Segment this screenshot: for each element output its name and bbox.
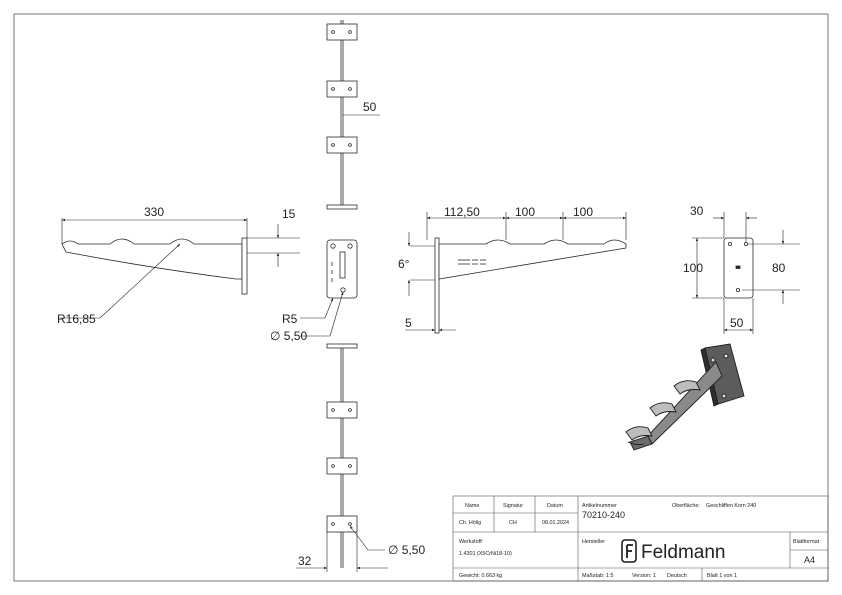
tb-header-signatur: Signatur: [503, 503, 523, 509]
title-block-grid: [452, 495, 829, 582]
tb-header-datum: Datum: [547, 503, 563, 509]
tb-blattformat-label: Blattformat: [793, 539, 820, 545]
dimension-label: R16,85: [57, 312, 96, 326]
dimension-lines-left: [60, 218, 300, 319]
dimension-label: 112,50: [444, 205, 480, 219]
feldmann-logo-icon: [621, 539, 637, 563]
tb-sprache: Deutsch: [667, 573, 687, 579]
dimension-label: 100: [683, 261, 703, 275]
side-view-right: [434, 237, 627, 334]
dimension-label: 330: [144, 205, 164, 219]
tb-blattformat: A4: [804, 555, 815, 565]
dimension-lines-plate: [692, 212, 800, 334]
sheet-border: [13, 13, 829, 582]
dimension-label: 15: [282, 207, 296, 221]
dimension-label: 6°: [398, 257, 410, 271]
tb-name: Ch. Hölig: [459, 520, 481, 526]
dimension-lines-front: [300, 291, 344, 337]
side-view-left: [61, 237, 248, 295]
plate-view: [723, 237, 754, 299]
dimension-label: 50: [363, 100, 377, 114]
tb-artikelnummer: 70210-240: [582, 510, 625, 520]
dimension-lines-bottom: [296, 525, 388, 572]
tb-werkstoff-label: Werkstoff:: [459, 539, 483, 545]
dimension-label: 5: [405, 316, 412, 330]
tb-blatt: Blatt 1 von 1: [707, 573, 737, 579]
dimension-label: 30: [690, 204, 704, 218]
tb-datum: 08.01.2024: [542, 520, 569, 526]
tb-oberflaeche: Geschliffen Korn 240: [706, 503, 756, 509]
brand-name: Feldmann: [641, 542, 726, 563]
tb-artikelnummer-label: Artikelnummer: [582, 503, 617, 509]
tb-signatur: CH: [509, 520, 517, 526]
dimension-label: 100: [573, 205, 593, 219]
dimension-label: 50: [730, 316, 744, 330]
front-view: [326, 239, 358, 299]
dimension-label: R5: [282, 312, 298, 326]
bottom-view: [326, 343, 358, 568]
dimension-label: 32: [298, 554, 312, 568]
tb-hersteller-label: Hersteller: [582, 539, 605, 545]
dimension-lines-right: [405, 212, 627, 332]
dimension-label: ∅ 5,50: [270, 329, 307, 343]
tb-massstab: Maßstab: 1:5: [582, 573, 613, 579]
tb-werkstoff: 1.4301 (X5CrNi18-10): [459, 551, 512, 557]
dimension-label: 80: [772, 261, 786, 275]
tb-header-name: Name: [465, 503, 479, 509]
dimension-label: 100: [515, 205, 535, 219]
top-view: [326, 20, 358, 210]
isometric-view: [625, 343, 745, 451]
tb-version: Version: 1: [632, 573, 656, 579]
dimension-label: ∅ 5,50: [388, 543, 425, 557]
tb-oberflaeche-label: Oberfläche:: [672, 503, 700, 509]
tb-gewicht: Gewicht: 0.663 kg: [459, 573, 502, 579]
